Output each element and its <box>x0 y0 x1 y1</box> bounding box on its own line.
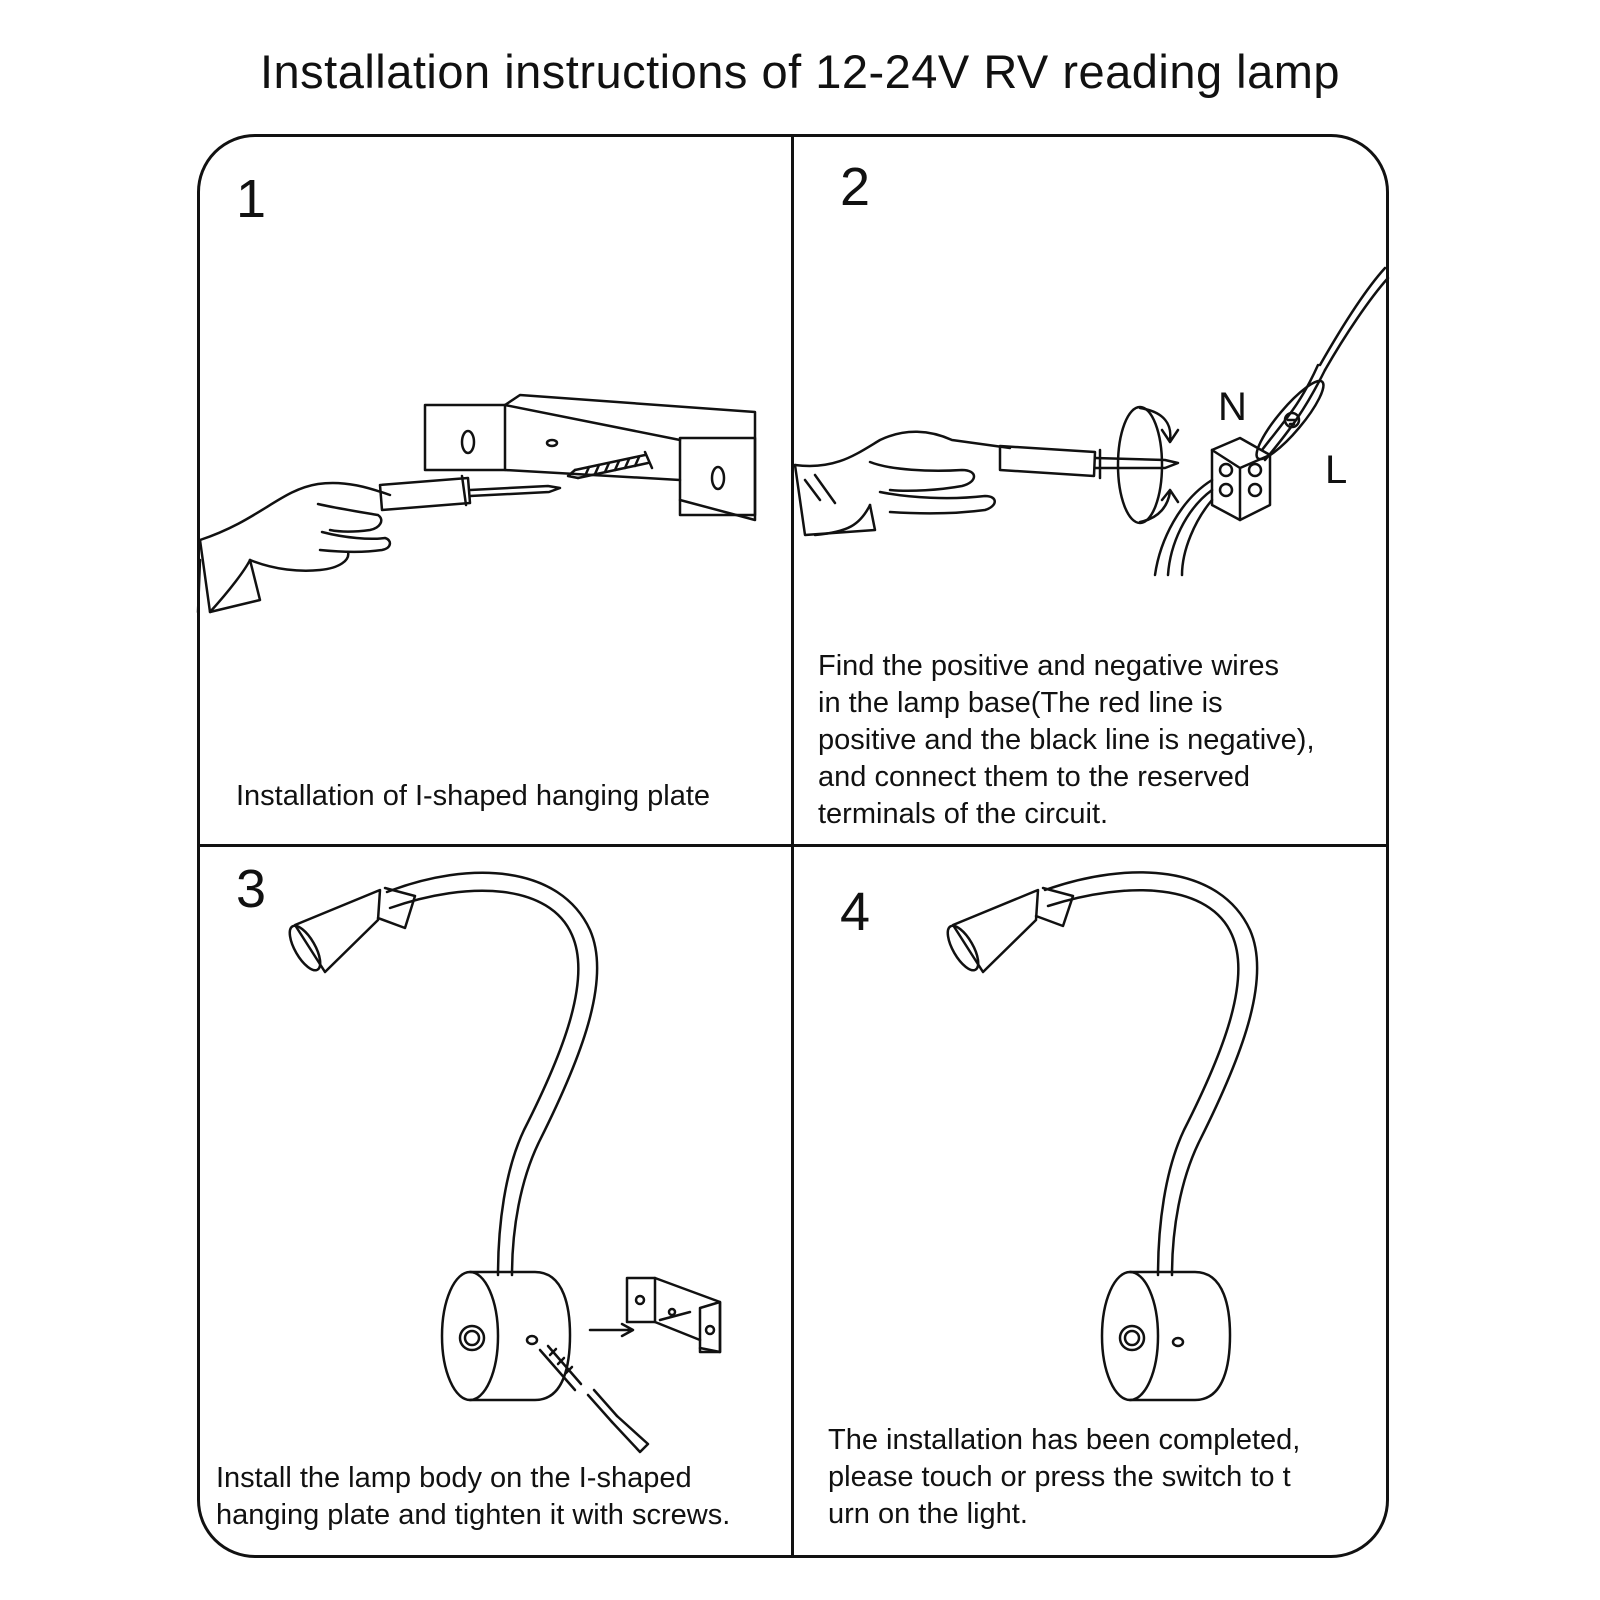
step4-illustration <box>946 871 1259 1402</box>
hand-drawing <box>196 481 392 614</box>
hanging-plate-drawing <box>423 393 757 522</box>
arrow-to-plate <box>588 1322 635 1338</box>
screwdriver-drawing <box>378 474 562 512</box>
step-caption-4: The installation has been completed, ple… <box>828 1424 1301 1530</box>
step1-illustration <box>196 393 757 614</box>
step-caption-2: Find the positive and negative wires in … <box>818 650 1315 830</box>
divider-horizontal <box>197 844 1389 847</box>
step3-illustration <box>288 871 722 1454</box>
step2-illustration <box>793 266 1390 577</box>
step-caption-3: Install the lamp body on the I-shaped ha… <box>216 1462 731 1531</box>
terminal-block <box>1210 436 1272 522</box>
hand-drawing-2 <box>793 430 1012 537</box>
step-number-4: 4 <box>840 882 871 942</box>
small-plate-drawing <box>625 1276 722 1354</box>
screwdriver-drawing-2 <box>998 444 1180 480</box>
page-title: Installation instructions of 12-24V RV r… <box>259 45 1341 98</box>
live-label: L <box>1325 448 1348 492</box>
lamp-drawing <box>288 871 650 1454</box>
rotation-arrows <box>1116 405 1180 525</box>
step-number-1: 1 <box>236 169 267 229</box>
neutral-label: N <box>1218 385 1247 429</box>
step-number-2: 2 <box>840 157 871 217</box>
step-caption-1: Installation of I-shaped hanging plate <box>236 780 711 812</box>
step-number-3: 3 <box>236 859 267 919</box>
wires <box>1153 266 1390 577</box>
